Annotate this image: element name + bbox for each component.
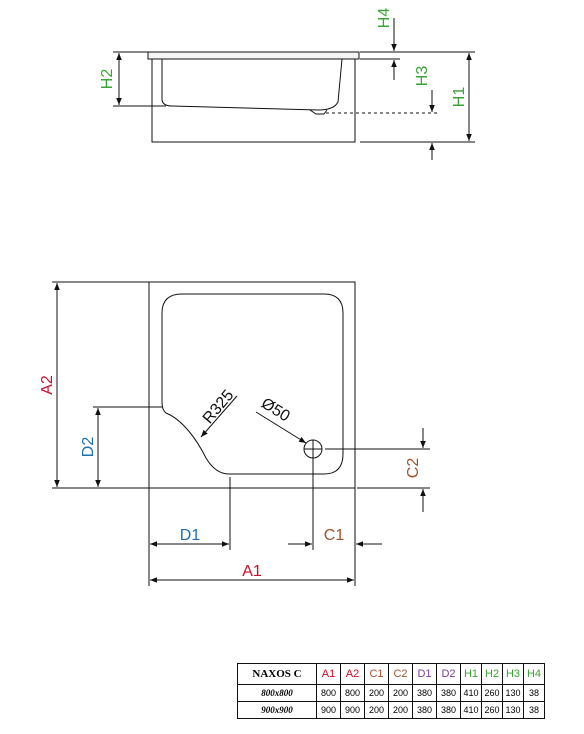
tray-rim xyxy=(147,51,360,60)
model-name: NAXOS C xyxy=(237,663,317,685)
cell-h3: 130 xyxy=(502,701,524,719)
cell-h4: 38 xyxy=(523,684,545,702)
cell-c2: 200 xyxy=(388,701,413,719)
row-size: 900x900 xyxy=(237,701,317,719)
cell-d2: 380 xyxy=(436,684,461,702)
header-a2: A2 xyxy=(340,663,365,685)
spec-header-row: NAXOS C A1 A2 C1 C2 D1 D2 H1 H2 H3 H4 xyxy=(237,663,545,685)
radius-leader xyxy=(200,395,238,438)
cell-h1: 410 xyxy=(460,684,482,702)
cell-c1: 200 xyxy=(364,701,389,719)
h3-label: H3 xyxy=(414,66,431,87)
cell-h2: 260 xyxy=(481,684,503,702)
cell-h2: 260 xyxy=(481,701,503,719)
cell-a2: 900 xyxy=(340,701,365,719)
cell-c2: 200 xyxy=(388,684,413,702)
drain-leader xyxy=(255,411,307,444)
c2-label: C2 xyxy=(405,458,422,479)
plan-inner-basin xyxy=(161,293,344,475)
cell-h3: 130 xyxy=(502,684,524,702)
d1-label: D1 xyxy=(180,527,201,544)
cell-d2: 380 xyxy=(436,701,461,719)
header-c1: C1 xyxy=(364,663,389,685)
tray-basin xyxy=(161,58,343,111)
spec-table: NAXOS C A1 A2 C1 C2 D1 D2 H1 H2 H3 H4 80… xyxy=(237,663,545,719)
h4-label: H4 xyxy=(376,8,393,29)
h2-label: H2 xyxy=(99,69,116,90)
cell-h4: 38 xyxy=(523,701,545,719)
header-h1: H1 xyxy=(460,663,482,685)
cell-d1: 380 xyxy=(412,701,437,719)
row-size: 800x800 xyxy=(237,684,317,702)
cell-a1: 800 xyxy=(316,684,341,702)
cell-h1: 410 xyxy=(460,701,482,719)
side-view xyxy=(113,18,475,160)
a2-label: A2 xyxy=(39,375,56,395)
header-h2: H2 xyxy=(481,663,503,685)
drain-outlet xyxy=(309,109,328,115)
cell-c1: 200 xyxy=(364,684,389,702)
h1-label: H1 xyxy=(451,87,468,108)
radius-label: R325 xyxy=(200,387,238,427)
table-row: 800x800 800 800 200 200 380 380 410 260 … xyxy=(237,684,545,702)
c1-label: C1 xyxy=(324,527,345,544)
drain-label: Ø50 xyxy=(258,395,293,425)
header-h3: H3 xyxy=(502,663,524,685)
header-h4: H4 xyxy=(523,663,545,685)
header-d2: D2 xyxy=(436,663,461,685)
header-a1: A1 xyxy=(316,663,341,685)
cell-a2: 800 xyxy=(340,684,365,702)
header-d1: D1 xyxy=(412,663,437,685)
plan-view xyxy=(52,281,430,586)
cell-d1: 380 xyxy=(412,684,437,702)
a1-label: A1 xyxy=(242,563,262,580)
plan-outer xyxy=(148,281,356,489)
tray-body xyxy=(151,58,356,143)
header-c2: C2 xyxy=(388,663,413,685)
d2-label: D2 xyxy=(80,437,97,458)
cell-a1: 900 xyxy=(316,701,341,719)
table-row: 900x900 900 900 200 200 380 380 410 260 … xyxy=(237,701,545,719)
